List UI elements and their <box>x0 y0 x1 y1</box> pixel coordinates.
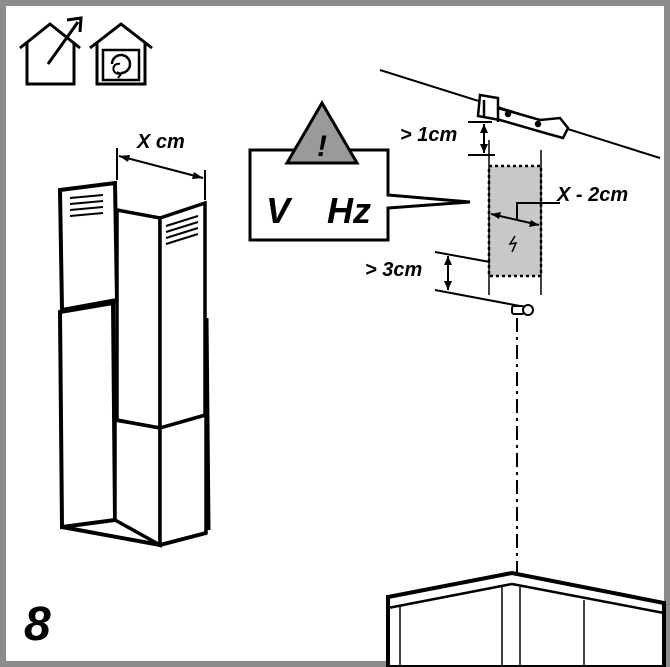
chimney-cover <box>57 180 211 548</box>
screw-gap-label: > 3cm <box>365 259 422 281</box>
house-recirculation-icon <box>89 22 153 86</box>
bracket-width-label: X - 2cm <box>556 184 628 206</box>
vent-grille-right <box>165 215 199 245</box>
ceiling-gap-label: > 1cm <box>400 124 457 146</box>
frequency-label: Hz <box>327 190 371 231</box>
bracket-width-dimension <box>490 202 560 227</box>
warning-exclamation: ! <box>317 130 327 163</box>
step-number: 8 <box>24 598 51 651</box>
voltage-label: V <box>266 190 293 231</box>
warning-callout <box>248 100 471 242</box>
screw <box>511 304 534 316</box>
power-icon <box>508 235 518 253</box>
chimney-width-dimension <box>116 148 206 200</box>
mounting-bracket <box>476 93 570 140</box>
screw-gap-dimension <box>434 251 521 307</box>
vent-grille-left <box>69 194 104 217</box>
house-extraction-icon <box>19 16 83 86</box>
hood-body <box>386 570 666 667</box>
warning-triangle-icon <box>284 100 360 165</box>
chimney-width-label: X cm <box>136 131 185 153</box>
ceiling-gap-dimension <box>468 121 495 156</box>
